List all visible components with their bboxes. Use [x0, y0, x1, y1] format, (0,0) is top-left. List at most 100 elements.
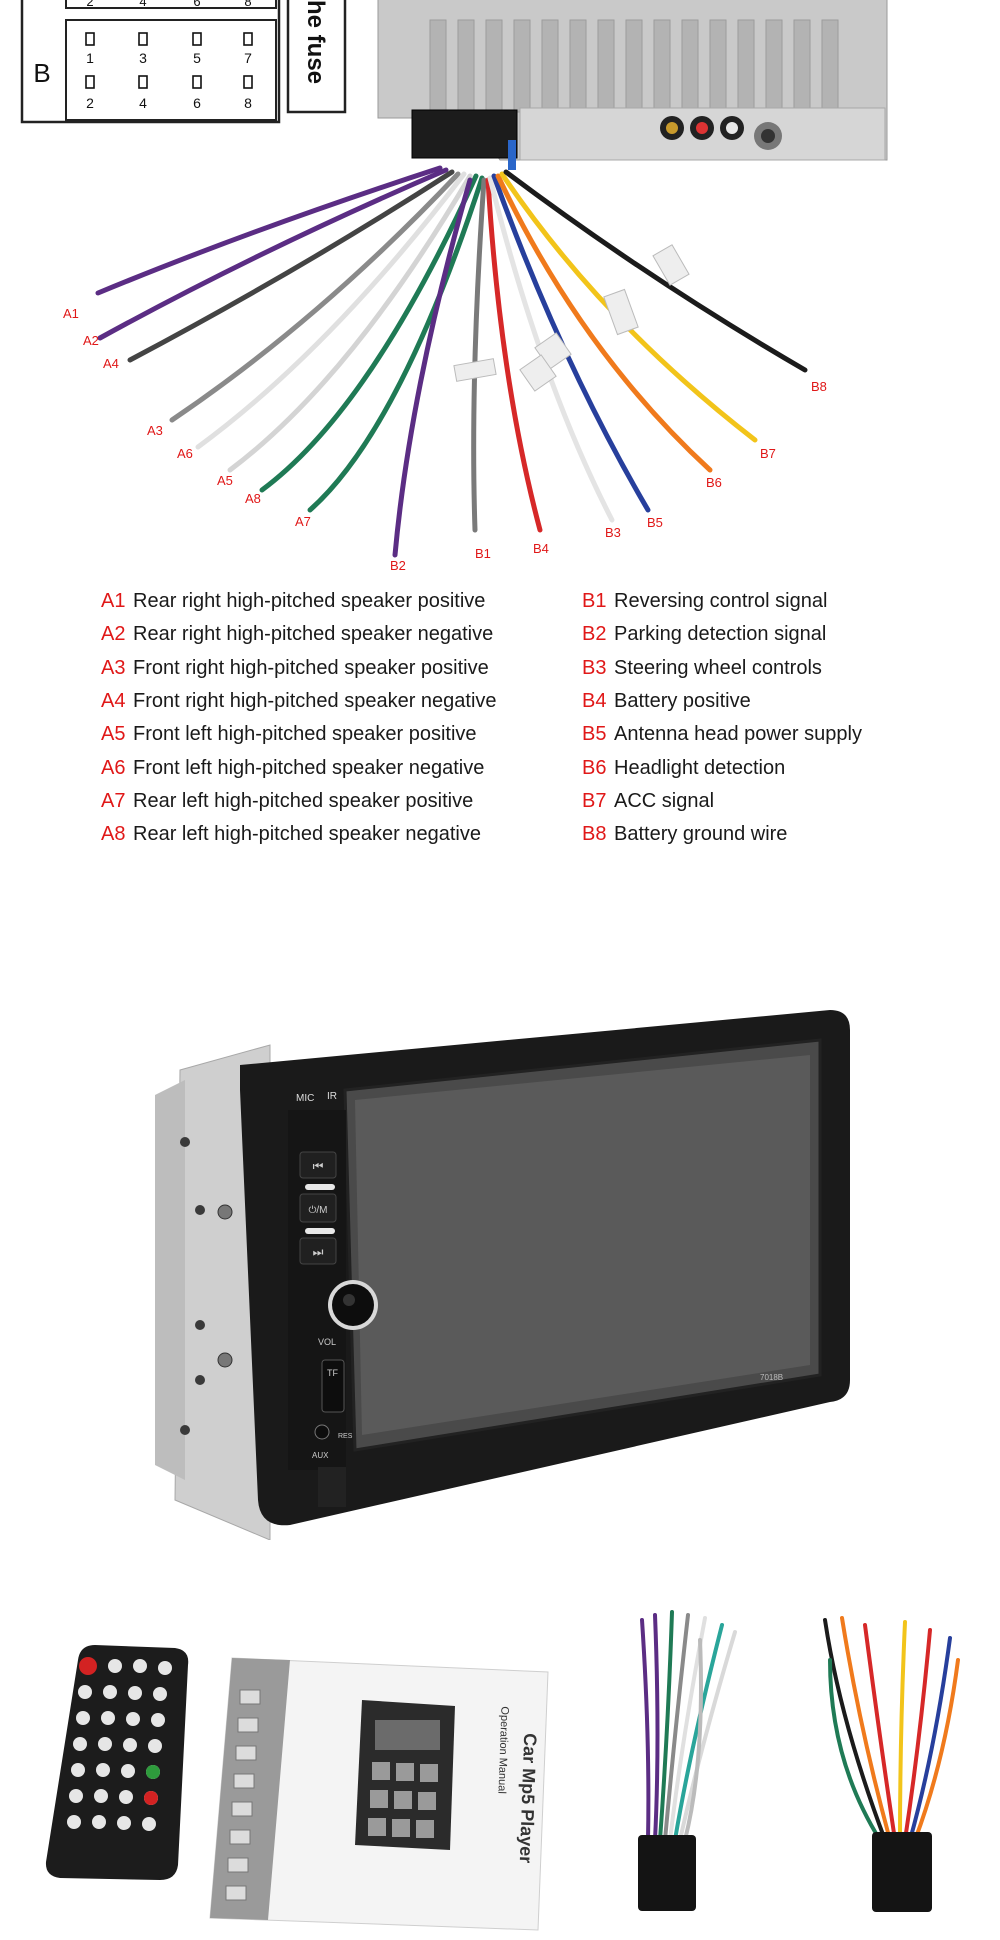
wire-b5: [491, 173, 651, 513]
pin-number: 8: [244, 95, 252, 111]
legend-text: Rear left high-pitched speaker positive: [133, 789, 474, 812]
ir-label: IR: [327, 1091, 337, 1102]
next-track-icon: ⏭: [313, 1245, 324, 1259]
legend-text: Steering wheel controls: [614, 656, 822, 679]
legend-text: Rear left high-pitched speaker negative: [133, 823, 481, 846]
res-label: RES: [338, 1433, 353, 1440]
wire-label-b3: B3: [605, 525, 621, 540]
wire-label-b1: B1: [475, 546, 491, 561]
pin-slot: [138, 32, 148, 46]
legend-row: B7 ACC signal: [582, 785, 862, 818]
pin-slot: [192, 32, 202, 46]
legend-code: A1: [101, 590, 126, 613]
legend-code: B8: [582, 823, 607, 846]
manual-title: Car Mp5 Player: [516, 1733, 541, 1864]
legend-text: ACC signal: [614, 789, 715, 812]
wire-label-a3: A3: [147, 423, 163, 438]
wire-a6: [195, 171, 467, 450]
pin-slot: [138, 75, 148, 89]
legend-code: A2: [101, 623, 126, 646]
wire-label-a5: A5: [217, 473, 233, 488]
screw-icon: [217, 1352, 233, 1368]
legend-code: B1: [582, 590, 607, 613]
harness-connector: [638, 1835, 696, 1911]
radio-chassis: [377, 0, 888, 170]
screw-icon: [217, 1204, 233, 1220]
wire-tags: [453, 244, 690, 392]
manual-subtitle: Operation Manual: [495, 1706, 510, 1794]
chassis-holes: [180, 1137, 205, 1435]
legend-text: Parking detection signal: [614, 623, 827, 646]
legend-text: Front right high-pitched speaker positiv…: [133, 656, 489, 679]
wire-a1: [95, 165, 443, 296]
power-mode-icon: ⏻/M: [308, 1205, 327, 1216]
wire-label-b2: B2: [390, 558, 406, 573]
vol-label: VOL: [318, 1337, 336, 1347]
legend-code: A7: [101, 789, 126, 812]
wiring-diagram: B 2 4 6 8 1 3 5 7 2 4 6 8 he fus: [20, 0, 888, 573]
wire-harness-left: [640, 1610, 737, 1842]
pin-number: 1: [86, 50, 94, 66]
pin-slot: [243, 75, 253, 89]
legend-code: A8: [101, 823, 126, 846]
wire-b2: [392, 177, 473, 558]
legend-row: B1 Reversing control signal: [582, 585, 862, 618]
legend-text: Battery positive: [614, 690, 751, 713]
harness-connector: [872, 1832, 932, 1912]
wire-harness-right: [823, 1616, 960, 1842]
pin-number: 4: [139, 95, 147, 111]
legend-row: A2 Rear right high-pitched speaker negati…: [101, 618, 497, 651]
legend-code: B6: [582, 756, 607, 779]
tf-card-slot[interactable]: [321, 1359, 345, 1413]
legend-text: Rear right high-pitched speaker negative: [133, 623, 494, 646]
fuse-label: he fuse: [302, 0, 329, 84]
legend-text: Reversing control signal: [614, 590, 828, 613]
aux-jack[interactable]: [314, 1424, 330, 1440]
wire-label-a2: A2: [83, 333, 99, 348]
legend-code: A6: [101, 756, 126, 779]
volume-knob[interactable]: [328, 1280, 378, 1330]
pin-number: 6: [193, 95, 201, 111]
wire-label-b6: B6: [706, 475, 722, 490]
pin-slot: [85, 32, 95, 46]
prev-track-button[interactable]: ⏮: [299, 1151, 337, 1179]
manual-screen-image: [355, 1700, 455, 1850]
power-mode-button[interactable]: ⏻/M: [299, 1193, 337, 1223]
legend-code: B2: [582, 623, 607, 646]
next-track-button[interactable]: ⏭: [299, 1237, 337, 1265]
wire-a7: [307, 175, 485, 513]
wire-b6: [495, 173, 713, 473]
legend-column-b: B1 Reversing control signal B2 Parking det…: [582, 585, 862, 851]
wire-b8: [503, 169, 808, 373]
wire-label-b7: B7: [760, 446, 776, 461]
pin-number: 3: [139, 50, 147, 66]
wire-label-b8: B8: [811, 379, 827, 394]
legend-code: B7: [582, 789, 607, 812]
legend-text: Front left high-pitched speaker positive: [133, 723, 477, 746]
wire-b4: [485, 177, 543, 533]
wire-b1: [471, 177, 487, 533]
legend-row: A8 Rear left high-pitched speaker negativ…: [101, 818, 497, 851]
accessories-photo: Car Mp5 Player Operation Manual: [45, 1610, 960, 1931]
legend-row: A7 Rear left high-pitched speaker positiv…: [101, 785, 497, 818]
operation-manual: Car Mp5 Player Operation Manual: [209, 1657, 549, 1931]
wires: [95, 165, 808, 558]
pin-slot: [192, 75, 202, 89]
pin-number: 6: [193, 0, 200, 9]
pin-number: 8: [244, 0, 251, 9]
model-label: 7018B: [760, 1373, 783, 1382]
pin-number: 2: [86, 95, 94, 111]
wire-label-b5: B5: [647, 515, 663, 530]
wire-a4: [127, 169, 455, 363]
pin-number: 5: [193, 50, 201, 66]
